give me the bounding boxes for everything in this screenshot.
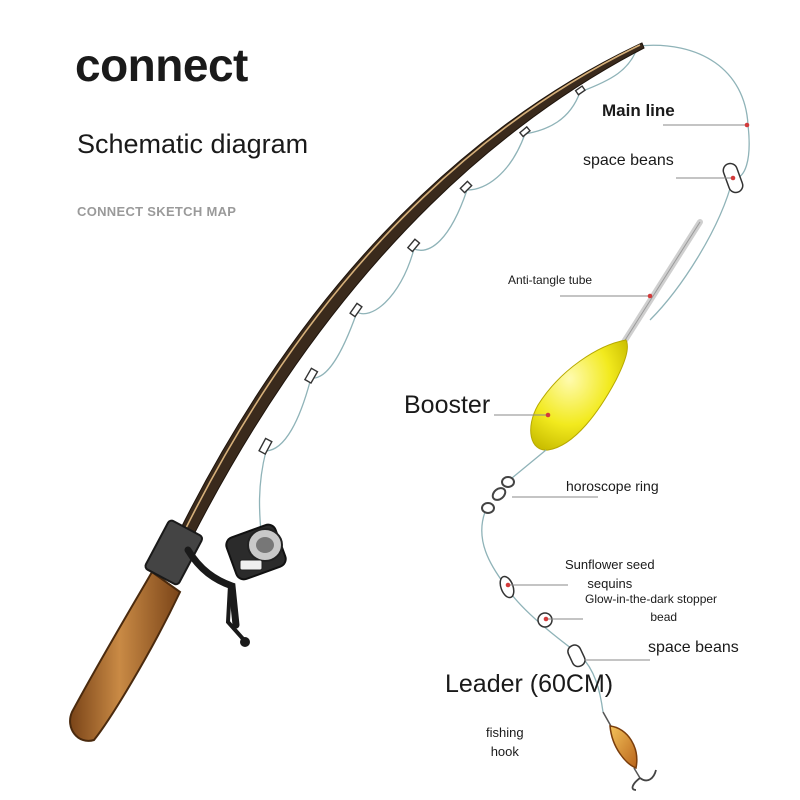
pointer-lines: [494, 124, 747, 661]
label-booster: Booster: [404, 391, 491, 419]
label-horoscope-ring: horoscope ring: [566, 478, 659, 494]
label-leader: Leader (60CM): [445, 670, 614, 698]
rod-icon: [179, 42, 645, 539]
label-space-beans-top: space beans: [583, 152, 674, 169]
rig-line-lower: [481, 511, 604, 713]
label-sunflower-line2: sequins: [587, 576, 633, 591]
page-title: connect: [75, 39, 248, 91]
label-hook-line2: hook: [490, 744, 519, 759]
reel-icon: [184, 523, 287, 647]
lure-hook-icon: [609, 725, 657, 791]
label-glow-line1: Glow-in-the-dark stopper: [585, 592, 718, 606]
red-markers: [505, 122, 750, 622]
label-anti-tangle-tube: Anti-tangle tube: [508, 273, 593, 287]
page-subtitle: Schematic diagram: [77, 129, 309, 159]
label-fishing-hook: fishing hook: [486, 723, 524, 761]
label-glow-line2: bead: [650, 610, 678, 624]
page-caption: CONNECT SKETCH MAP: [77, 204, 237, 219]
space-bean-bottom-icon: [567, 644, 586, 668]
booster-float-icon: [530, 339, 628, 451]
main-line-guides: [258, 45, 639, 546]
rod-handle: [69, 519, 204, 742]
label-space-beans-bottom: space beans: [648, 639, 739, 656]
label-glow-bead: Glow-in-the-dark stopper bead: [585, 590, 717, 626]
label-main-line: Main line: [602, 101, 675, 120]
label-sunflower-sequins: Sunflower seed sequins: [565, 555, 655, 593]
rod-guides: [258, 85, 586, 456]
label-sunflower-line1: Sunflower seed: [565, 557, 655, 572]
swivel-icon: [481, 476, 515, 514]
label-hook-line1: fishing: [486, 725, 524, 740]
main-line: [637, 44, 750, 321]
